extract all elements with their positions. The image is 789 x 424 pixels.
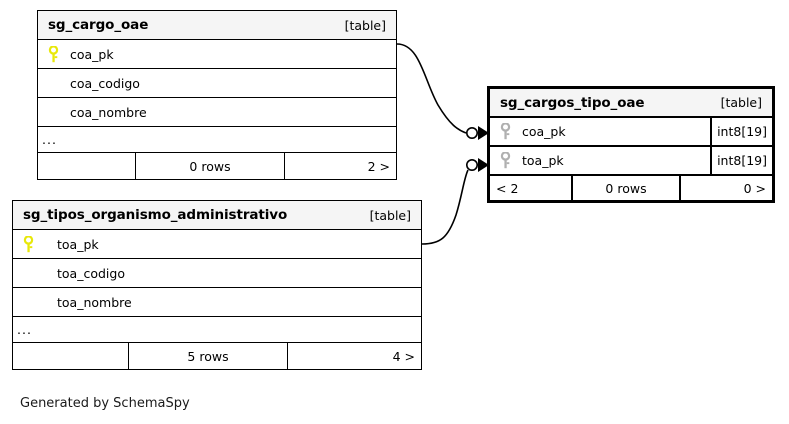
entity-title: sg_cargos_tipo_oae: [500, 94, 645, 111]
entity-kind-label: [table]: [720, 95, 762, 110]
entity-column-row[interactable]: toa_codigo: [13, 259, 421, 288]
entity-column-name: coa_codigo: [70, 75, 140, 91]
entity-column-row[interactable]: toa_pk int8[19]: [490, 147, 772, 176]
entity-header: sg_tipos_organismo_administrativo [table…: [13, 201, 421, 230]
generated-by-caption: Generated by SchemaSpy: [20, 396, 190, 411]
entity-footer: 5 rows 4 >: [13, 343, 421, 369]
entity-column-main: coa_nombre: [38, 98, 396, 126]
entity-column-main: coa_codigo: [38, 69, 396, 97]
entity-footer-left[interactable]: [38, 153, 135, 179]
entity-title: sg_tipos_organismo_administrativo: [23, 207, 288, 223]
foreign-key-icon: [500, 123, 522, 140]
entity-footer-left[interactable]: [13, 343, 128, 369]
entity-footer: 0 rows 2 >: [38, 153, 396, 179]
entity-footer-rowcount: 0 rows: [571, 176, 681, 200]
entity-more-columns-indicator: ...: [13, 317, 421, 343]
primary-key-icon: [23, 235, 57, 253]
entity-table-sg-cargo-oae[interactable]: sg_cargo_oae [table] coa_pk coa_codigo: [37, 10, 397, 180]
entity-column-type: int8[19]: [710, 147, 772, 174]
entity-column-name: toa_pk: [57, 236, 99, 252]
entity-column-row[interactable]: coa_codigo: [38, 69, 396, 98]
entity-footer-rowcount: 0 rows: [135, 153, 285, 179]
entity-column-type: int8[19]: [710, 118, 772, 145]
entity-footer-left[interactable]: < 2: [496, 180, 519, 196]
entity-footer: < 2 0 rows 0 >: [490, 176, 772, 200]
entity-column-main: toa_codigo: [13, 259, 421, 287]
entity-title: sg_cargo_oae: [48, 17, 149, 33]
entity-more-columns-indicator: ...: [38, 127, 396, 153]
foreign-key-icon: [500, 152, 522, 169]
entity-column-name: coa_pk: [70, 46, 114, 62]
relationship-edge-coa-pk: [396, 43, 489, 140]
entity-column-main: toa_pk: [490, 147, 710, 174]
entity-column-name: coa_pk: [522, 124, 566, 139]
entity-column-main: toa_nombre: [13, 288, 421, 316]
entity-header: sg_cargo_oae [table]: [38, 11, 396, 40]
entity-column-name: toa_codigo: [57, 265, 125, 281]
entity-column-main: coa_pk: [490, 118, 710, 145]
primary-key-icon: [48, 45, 70, 63]
entity-footer-right[interactable]: 0 >: [743, 180, 766, 196]
entity-column-name: toa_nombre: [57, 294, 132, 310]
entity-column-row[interactable]: coa_pk int8[19]: [490, 118, 772, 147]
relationship-edge-toa-pk: [421, 158, 489, 245]
entity-header: sg_cargos_tipo_oae [table]: [490, 89, 772, 118]
entity-kind-label: [table]: [344, 17, 386, 33]
entity-column-row[interactable]: toa_nombre: [13, 288, 421, 317]
entity-column-row[interactable]: coa_nombre: [38, 98, 396, 127]
entity-column-row[interactable]: toa_pk: [13, 230, 421, 259]
entity-column-row[interactable]: coa_pk: [38, 40, 396, 69]
entity-column-name: coa_nombre: [70, 104, 147, 120]
entity-column-main: coa_pk: [38, 40, 396, 68]
entity-table-sg-tipos-organismo-administrativo[interactable]: sg_tipos_organismo_administrativo [table…: [12, 200, 422, 370]
entity-kind-label: [table]: [369, 207, 411, 223]
entity-footer-right[interactable]: 2 >: [367, 158, 390, 174]
entity-footer-right[interactable]: 4 >: [392, 348, 415, 364]
entity-table-sg-cargos-tipo-oae[interactable]: sg_cargos_tipo_oae [table] coa_pk int8[1…: [487, 86, 775, 203]
entity-column-main: toa_pk: [13, 230, 421, 258]
entity-footer-rowcount: 5 rows: [128, 343, 288, 369]
entity-column-name: toa_pk: [522, 153, 564, 168]
